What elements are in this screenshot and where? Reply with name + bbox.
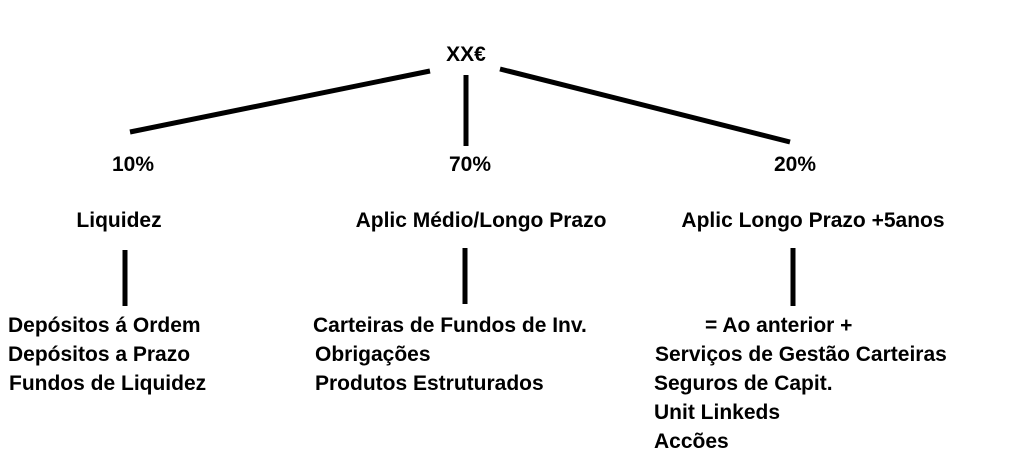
branch-title-longo-prazo: Aplic Longo Prazo +5anos — [681, 209, 945, 232]
list-item: Accões — [654, 430, 729, 453]
branch-title-liquidez: Liquidez — [76, 209, 162, 232]
branch-percent-longo-prazo: 20% — [773, 153, 817, 176]
list-item: Depósitos á Ordem — [8, 314, 201, 337]
list-item: Serviços de Gestão Carteiras — [655, 343, 947, 366]
list-item: Produtos Estruturados — [315, 372, 544, 395]
branch-percent-medio-prazo: 70% — [448, 153, 492, 176]
connector-root-right — [499, 66, 791, 145]
list-item: Seguros de Capit. — [654, 372, 833, 395]
list-item: Unit Linkeds — [654, 401, 781, 424]
list-item: Carteiras de Fundos de Inv. — [313, 314, 587, 337]
root-amount: XX€ — [446, 43, 486, 66]
branch-percent-liquidez: 10% — [111, 153, 155, 176]
branch-title-medio-prazo: Aplic Médio/Longo Prazo — [355, 209, 607, 232]
list-item: Obrigações — [315, 343, 431, 366]
list-item: = Ao anterior + — [705, 314, 853, 337]
connector-root-left — [129, 68, 431, 135]
list-item: Fundos de Liquidez — [9, 372, 207, 395]
list-item: Depósitos a Prazo — [8, 343, 191, 366]
